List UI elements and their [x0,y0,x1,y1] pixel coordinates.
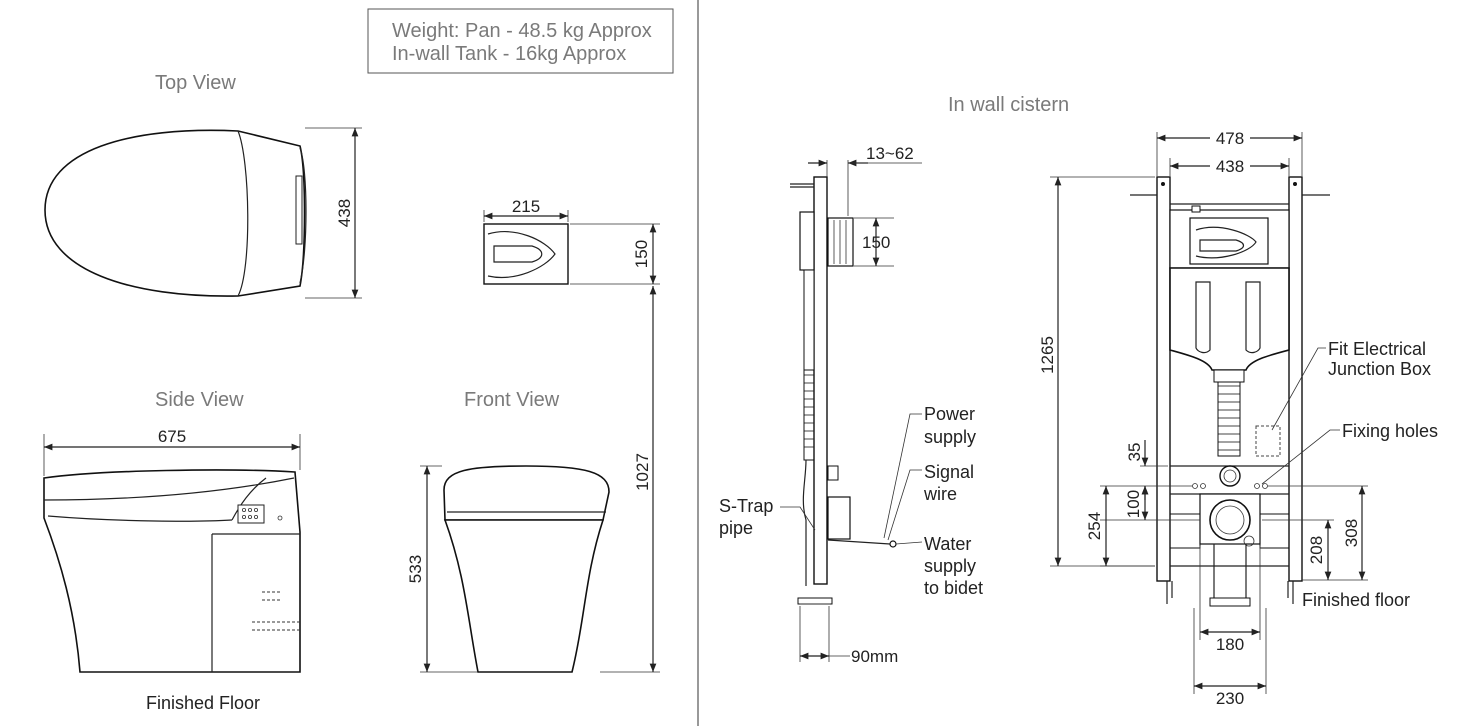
power-label-2: supply [924,427,976,447]
dim-front-height: 533 [406,555,425,583]
in-wall-cistern-title: In wall cistern [948,94,1069,116]
cistern-side-drawing: 13~62 150 90mm [780,144,923,666]
dim-180: 180 [1216,635,1244,654]
dim-side-length: 675 [158,427,186,446]
signal-label-2: wire [923,484,957,504]
dim-230: 230 [1216,689,1244,708]
dim-308: 308 [1342,519,1361,547]
front-view-title: Front View [464,389,560,411]
water-label-3: to bidet [924,578,983,598]
side-view-drawing: 675 [43,427,301,673]
dim-wall-thickness: 13~62 [866,144,914,163]
fixing-holes-label: Fixing holes [1342,421,1438,441]
power-label-1: Power [924,404,975,424]
water-label-1: Water [924,534,971,554]
s-trap-label-1: S-Trap [719,496,773,516]
dim-plate-height-side: 150 [862,233,890,252]
weight-tank-text: In-wall Tank - 16kg Approx [392,43,626,65]
s-trap-label-2: pipe [719,518,753,538]
dim-outer-width: 478 [1216,129,1244,148]
junction-box-label-2: Junction Box [1328,359,1431,379]
weight-info-box: Weight: Pan - 48.5 kg Approx In-wall Tan… [367,8,674,74]
dim-208: 208 [1307,536,1326,564]
dim-100: 100 [1124,490,1143,518]
dim-top-depth: 438 [335,199,354,227]
dim-35: 35 [1125,443,1144,462]
junction-box-label-1: Fit Electrical [1328,339,1426,359]
top-view-drawing: 438 [44,127,362,299]
dim-inner-width: 438 [1216,157,1244,176]
flush-plate-drawing: 215 150 [483,197,660,285]
front-view-drawing: 533 [406,465,610,673]
total-height-dimension: 1027 [600,286,660,673]
dim-flush-plate-width: 215 [512,197,540,216]
dim-flush-plate-height: 150 [632,240,651,268]
dim-frame-height: 1265 [1038,336,1057,374]
water-label-2: supply [924,556,976,576]
side-view-title: Side View [155,389,244,411]
cistern-front-drawing: 478 438 1265 35 100 254 208 308 1 [1038,129,1368,708]
dim-total-height: 1027 [633,453,652,491]
signal-label-1: Signal [924,462,974,482]
top-view-title: Top View [155,72,236,94]
dim-254: 254 [1085,512,1104,540]
finished-floor-right-label: Finished floor [1302,590,1410,610]
weight-pan-text: Weight: Pan - 48.5 kg Approx [392,20,652,42]
finished-floor-left-label: Finished Floor [146,693,260,713]
dim-frame-depth: 90mm [851,647,898,666]
